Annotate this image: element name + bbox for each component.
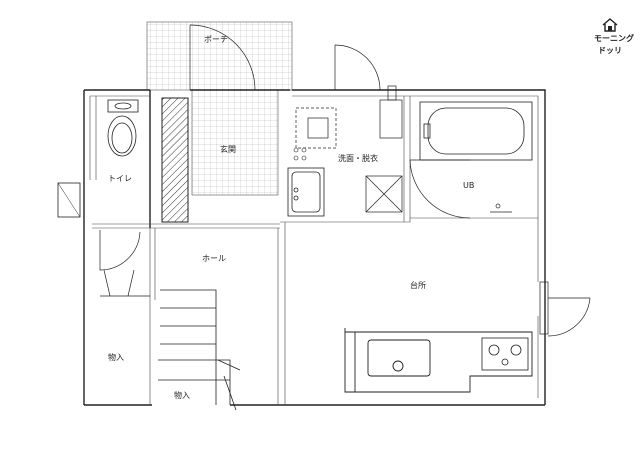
wall-double-lines [89,95,539,405]
room-label-washroom: 洗面・脱衣 [338,154,378,163]
room-label-storage-1: 物入 [108,353,124,362]
faucets [293,147,307,161]
entrance-door [189,24,256,91]
bath-door [409,159,471,219]
house-icon [602,18,618,32]
logo-line-2: ドッリ [598,46,622,55]
washing-machine [295,107,337,149]
room-label-entrance: 玄関 [220,145,236,154]
toilet-window-x1 [57,182,81,218]
kitchen-counter [344,328,533,393]
bath-shower [490,203,512,213]
porch-tile-floor [146,21,293,91]
room-label-bath: UB [463,181,475,190]
porch-door [334,44,381,91]
shoe-cabinet [161,97,189,223]
room-label-hall: ホール [202,254,226,263]
toilet-window [57,182,81,218]
water-heater [379,85,403,139]
room-label-kitchen: 台所 [410,281,426,290]
room-label-toilet: トイレ [108,174,132,183]
staircase [158,289,241,411]
logo-line-1: モーニング [594,34,634,43]
toilet-door [99,230,141,271]
laundry-area [365,175,403,213]
storage-door [103,269,135,297]
kitchen-door [539,281,591,337]
entrance-tile-floor [191,89,279,196]
kitchen-stove [481,337,529,371]
bathtub [419,101,533,161]
room-label-porch: ポーチ [204,35,228,44]
room-label-storage-2: 物入 [174,391,190,400]
outer-walls [83,89,546,406]
brand-logo: モーニング ドッリ [594,18,634,58]
toilet-fixture [107,99,139,157]
wash-basin [287,167,325,217]
